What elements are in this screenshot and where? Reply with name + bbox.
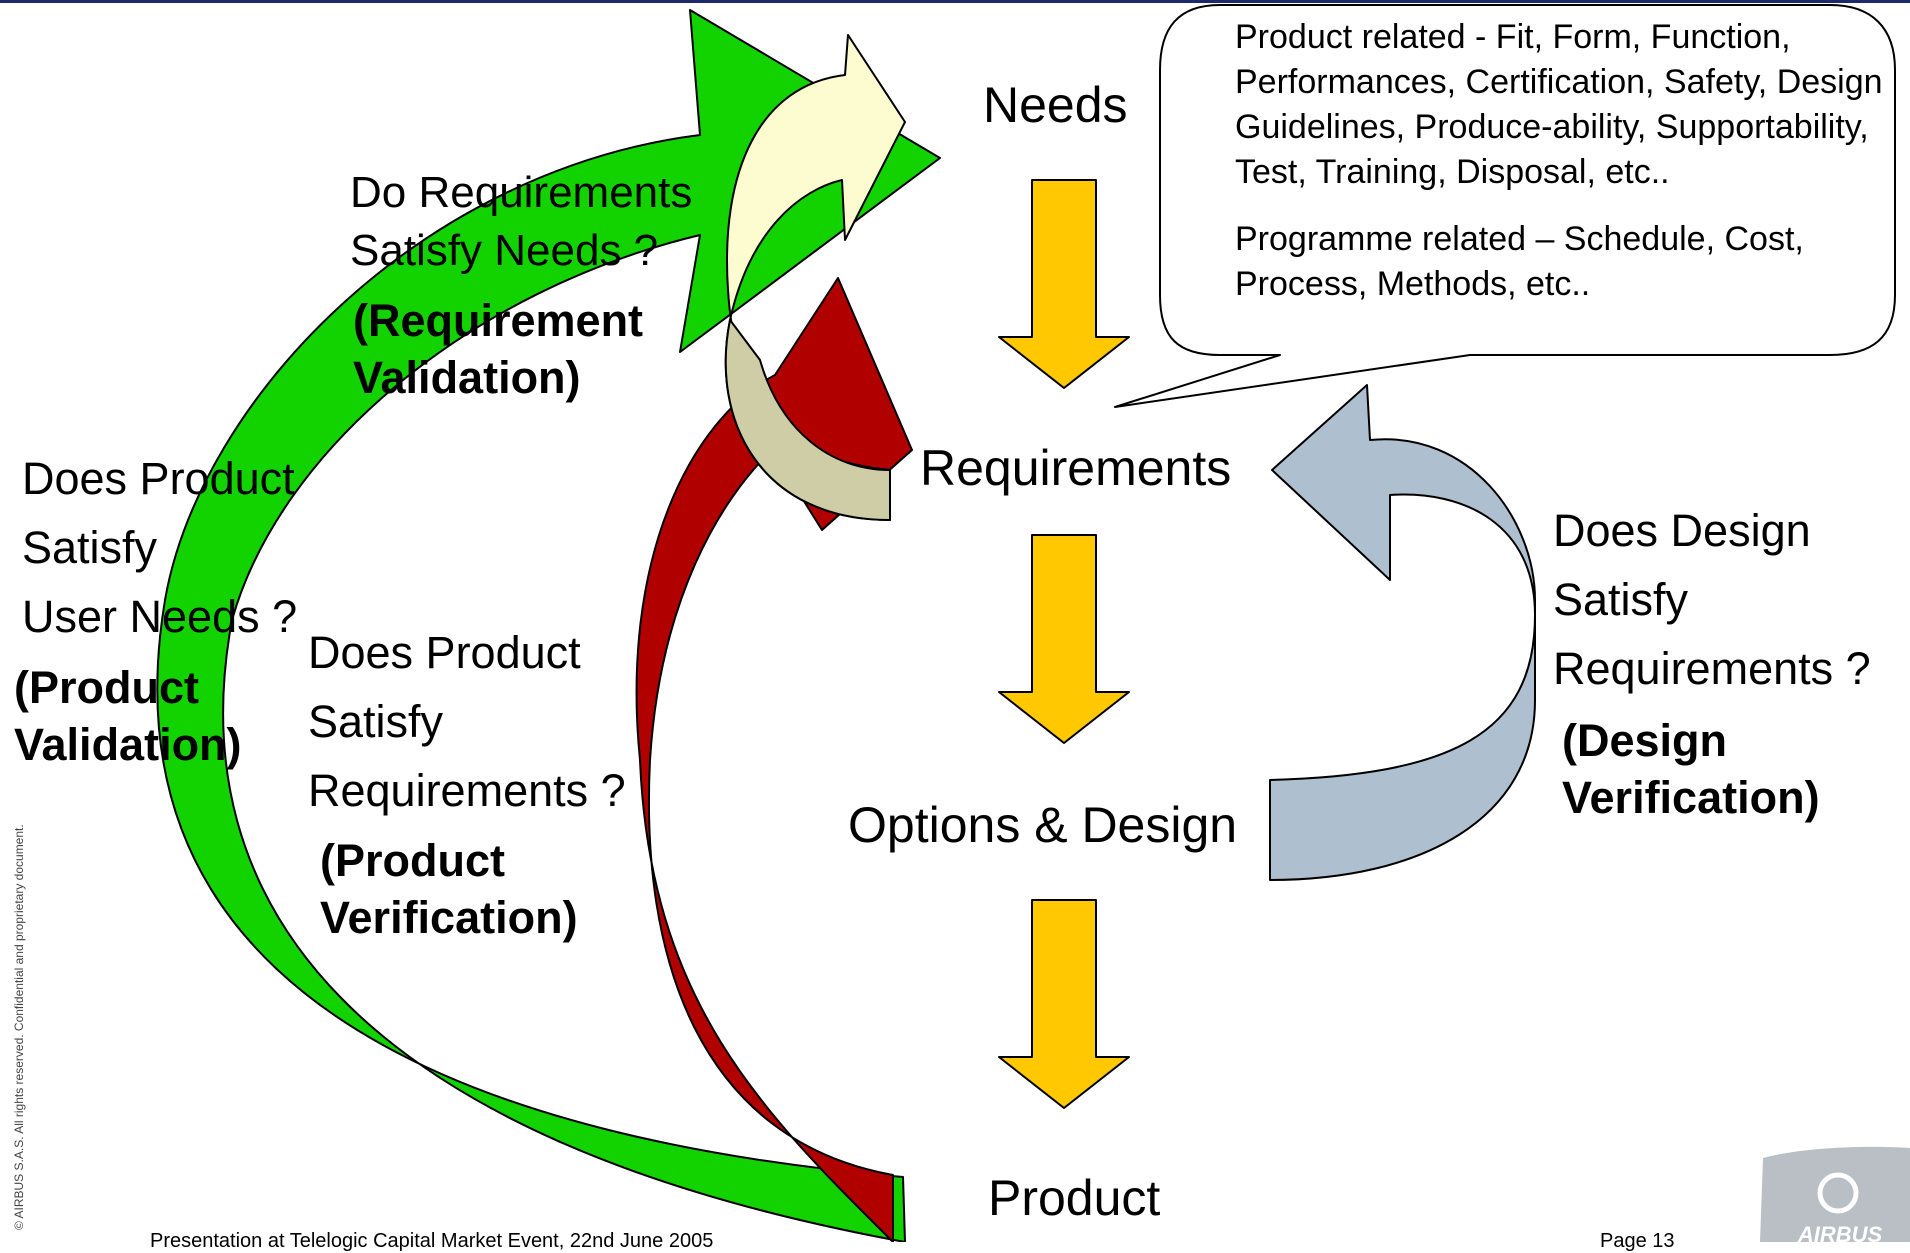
needs-to-requirements-arrow (998, 179, 1130, 389)
question-line: Satisfy (308, 696, 444, 747)
question-line: Requirements ? (1553, 643, 1871, 694)
question-line: Does Design (1553, 505, 1811, 556)
design-to-product-arrow (998, 899, 1130, 1109)
callout-bubble (1114, 4, 1896, 408)
question-line: Does Product (308, 627, 581, 678)
product-verification-arrow (635, 277, 913, 1242)
airbus-logo: AIRBUS (1760, 1146, 1910, 1242)
bold-line: Verification) (1562, 772, 1820, 823)
question-line: User Needs ? (22, 591, 298, 642)
bold-line: (Requirement (353, 295, 644, 346)
stage-requirements: Requirements (920, 440, 1232, 496)
bold-line: Validation) (14, 719, 242, 770)
design-verification-label: (Design Verification) (1562, 718, 1820, 832)
callout-text: Product related - Fit, Form, Function, P… (1235, 15, 1885, 307)
product-verification-question: Does Product Satisfy Requirements ? (308, 630, 626, 837)
question-line: Satisfy Needs ? (350, 226, 659, 275)
requirement-validation-label: (Requirement Validation) (353, 298, 643, 412)
design-verification-question: Does Design Satisfy Requirements ? (1553, 508, 1871, 715)
question-line: Do Requirements (350, 168, 693, 217)
requirement-validation-question: Do Requirements Satisfy Needs ? (350, 171, 692, 298)
bold-line: Validation) (353, 352, 581, 403)
product-validation-label: (Product Validation) (14, 665, 242, 779)
product-verification-label: (Product Verification) (320, 838, 578, 952)
bold-line: (Product (14, 662, 199, 713)
question-line: Satisfy (1553, 574, 1689, 625)
product-validation-question: Does Product Satisfy User Needs ? (22, 456, 297, 663)
top-border (0, 0, 1910, 3)
product-validation-arrow (156, 9, 941, 1242)
design-verification-arrow (1269, 384, 1536, 881)
callout-programme-related: Programme related – Schedule, Cost, Proc… (1235, 220, 1804, 303)
callout-product-related: Product related - Fit, Form, Function, P… (1235, 18, 1883, 191)
stage-product: Product (988, 1170, 1161, 1226)
question-line: Requirements ? (308, 765, 626, 816)
question-line: Does Product (22, 453, 295, 504)
bold-line: Verification) (320, 892, 578, 943)
bold-line: (Product (320, 835, 505, 886)
copyright-notice: © AIRBUS S.A.S. All rights reserved. Con… (12, 824, 26, 1230)
stage-options-design: Options & Design (848, 797, 1238, 853)
requirements-to-design-arrow (998, 534, 1130, 744)
question-line: Satisfy (22, 522, 158, 573)
stage-needs: Needs (983, 77, 1128, 133)
bold-line: (Design (1562, 715, 1728, 766)
svg-text:AIRBUS: AIRBUS (1797, 1222, 1883, 1242)
